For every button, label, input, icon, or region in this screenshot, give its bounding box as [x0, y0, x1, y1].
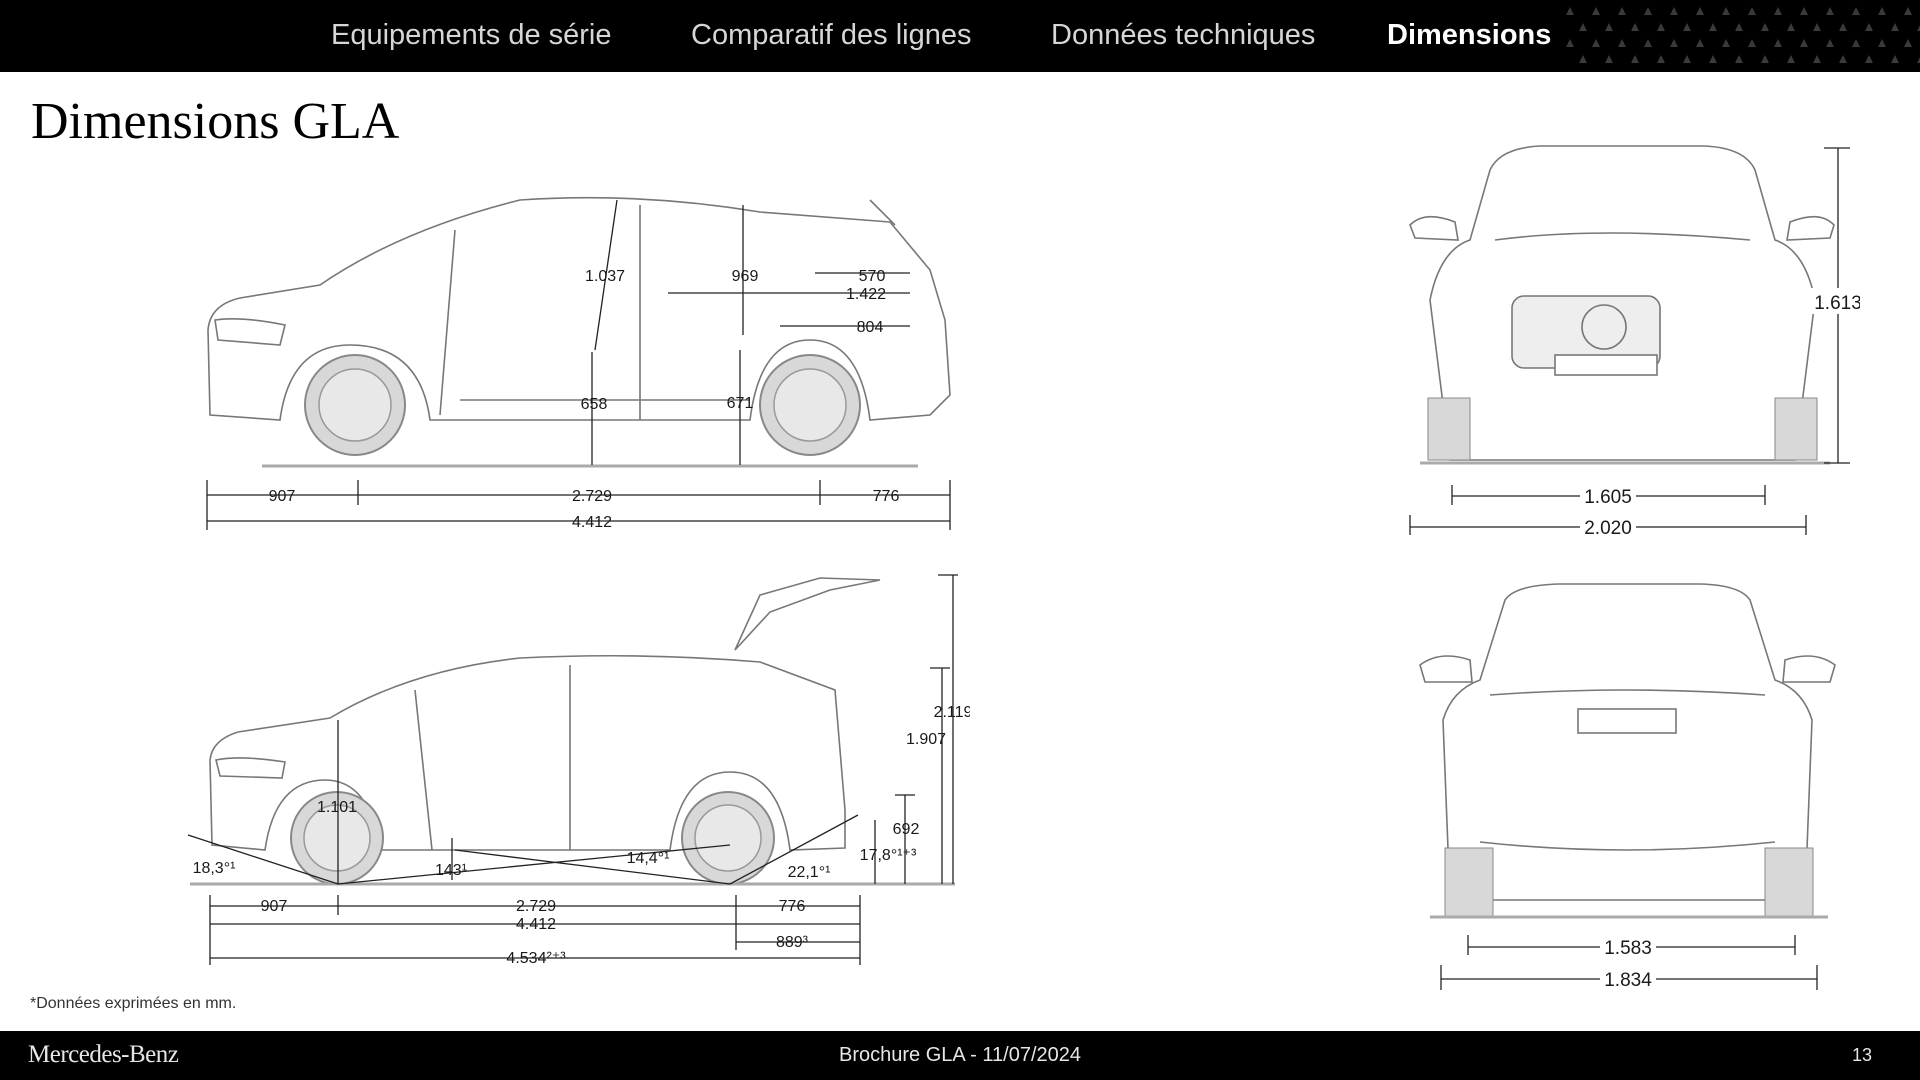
- top-navigation: Equipements de série Comparatif des lign…: [0, 0, 1920, 72]
- side-open-wheels: [290, 791, 775, 885]
- side-view-open-drawing: 1.101 2.119 1.907 692 17,8°¹⁺³ 18,3°¹ 14…: [187, 574, 970, 967]
- brand-logo: Mercedes-Benz: [28, 1041, 179, 1068]
- height-tailgate-open-label: 2.119: [934, 704, 970, 721]
- tow-bar-overhang-label: 889³: [776, 934, 809, 951]
- side-view-drawing: 907 2.729 776 4.412 1.037 969 570 1.422 …: [206, 196, 951, 531]
- rear-car-outline: [1419, 583, 1836, 901]
- open-front-overhang-label: 907: [261, 898, 288, 915]
- tab-comparatif-des-lignes[interactable]: Comparatif des lignes: [691, 19, 972, 51]
- approach-angle-label: 18,3°¹: [193, 860, 236, 877]
- front-left-wheel: [1427, 397, 1471, 461]
- rear-track-label-bg: [1600, 935, 1656, 959]
- rear-width-label-bg: [1600, 967, 1656, 991]
- side-rear-overhang-label: 776: [873, 488, 900, 505]
- front-car-outline: [1409, 145, 1835, 461]
- seat-height-rear-label: 671: [727, 395, 754, 412]
- document-info: Brochure GLA - 11/07/2024: [838, 1044, 1081, 1066]
- side-length-label: 4.412: [572, 514, 612, 531]
- rear-angle-label: 22,1°¹: [788, 864, 831, 881]
- rear-track-label: 1.583: [1604, 938, 1652, 959]
- front-right-wheel: [1774, 397, 1818, 461]
- cargo-length-floor-label: 1.422: [846, 286, 886, 303]
- rear-width-label: 1.834: [1604, 970, 1652, 991]
- open-length-label: 4.412: [516, 916, 556, 933]
- open-wheelbase-label: 2.729: [516, 898, 556, 915]
- tailgate-clearance-label: 1.907: [906, 731, 946, 748]
- front-width-mirrors-label: 2.020: [1584, 518, 1632, 539]
- footer: Mercedes-Benz Brochure GLA - 11/07/2024 …: [0, 1031, 1920, 1080]
- load-sill-height-label: 692: [893, 821, 920, 838]
- ground-clearance-label: 143¹: [435, 862, 467, 879]
- side-wheelbase-label: 2.729: [572, 488, 612, 505]
- tab-equipements-de-serie[interactable]: Equipements de série: [331, 19, 612, 51]
- cargo-length-rear-label: 804: [857, 319, 884, 336]
- page-number: 13: [1851, 1045, 1872, 1065]
- tab-dimensions[interactable]: Dimensions: [1387, 19, 1552, 51]
- star-pattern-decoration: [1566, 7, 1920, 63]
- side-dimension-lines: [206, 199, 951, 530]
- ramp-angle-label: 14,4°¹: [627, 850, 670, 867]
- track-label-bg: [1580, 484, 1636, 508]
- rear-left-wheel: [1444, 847, 1494, 917]
- rear-right-wheel: [1764, 847, 1814, 917]
- rear-view-drawing: 1.583 1.834: [1419, 583, 1836, 991]
- front-height-label: 1.613: [1814, 293, 1860, 314]
- page-title: Dimensions GLA: [31, 93, 400, 150]
- side-open-car-outline: [209, 577, 881, 851]
- seat-height-front-label: 658: [581, 396, 608, 413]
- length-with-tow-bar-label: 4.534²⁺³: [506, 950, 566, 967]
- front-track-label: 1.605: [1584, 487, 1632, 508]
- open-rear-overhang-label: 776: [779, 898, 806, 915]
- tab-donnees-techniques[interactable]: Données techniques: [1051, 19, 1316, 51]
- side-wheels: [304, 354, 861, 456]
- side-open-dimension-lines: [187, 574, 958, 965]
- width-label-bg: [1580, 515, 1636, 539]
- front-view-drawing: 1.613 1.605 2.020: [1409, 145, 1860, 539]
- side-car-outline: [207, 196, 951, 421]
- headroom-rear-label: 969: [732, 268, 759, 285]
- footnote: *Données exprimées en mm.: [30, 995, 237, 1012]
- side-front-overhang-label: 907: [269, 488, 296, 505]
- front-height-open-label: 1.101: [317, 799, 357, 816]
- departure-angle-label: 17,8°¹⁺³: [860, 847, 917, 864]
- headroom-front-label: 1.037: [585, 268, 625, 285]
- cargo-length-upper-label: 570: [859, 268, 886, 285]
- height-label-bg: [1808, 288, 1860, 314]
